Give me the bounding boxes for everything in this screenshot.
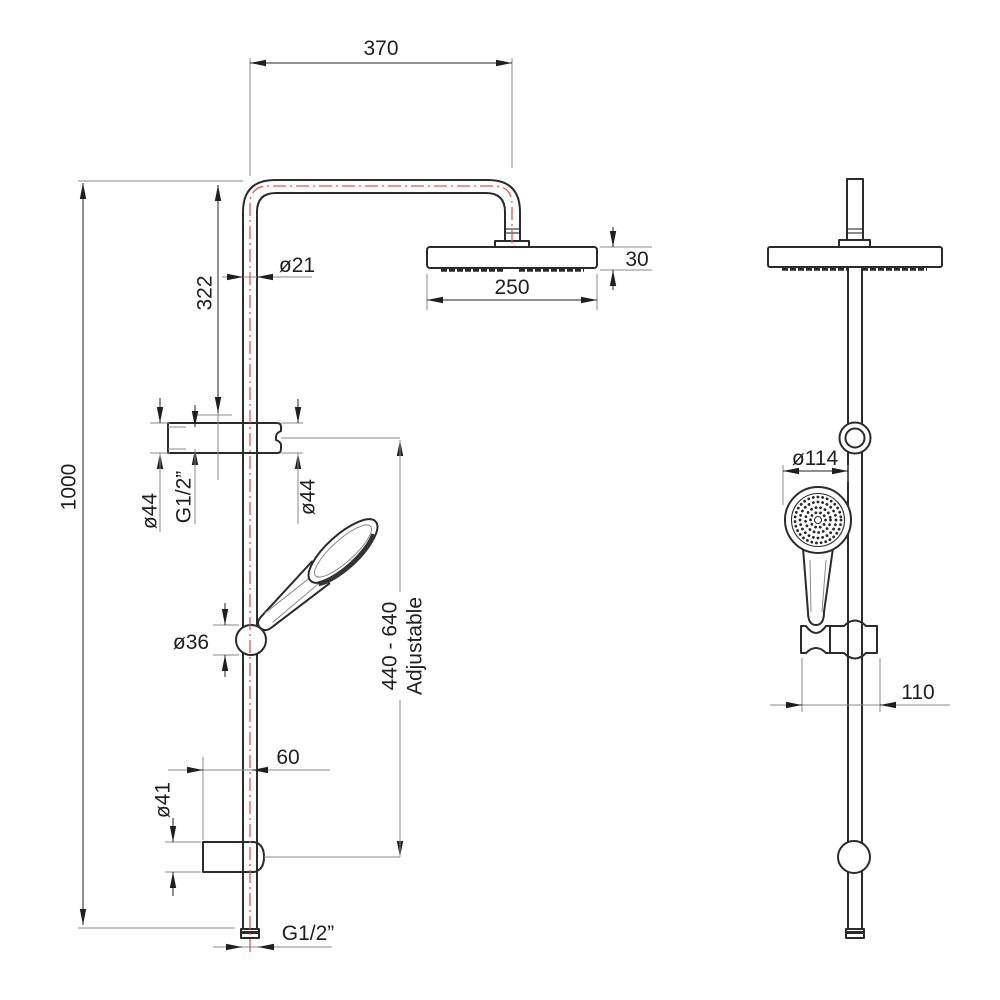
head-flange-front [838,239,871,248]
dim-label-o41: ø41 [151,782,174,818]
handle-contour [272,581,321,623]
dim-label-370: 370 [363,37,398,60]
supply-pipe-front [846,178,864,240]
upper-wall-bracket [167,422,282,454]
hand-shower-face-line [314,524,372,578]
head-body [426,246,598,269]
spray-nozzle-ring [804,506,832,534]
holder-handle-cradle [800,625,831,654]
dim-label-250: 250 [494,276,529,299]
dim-head-to-bracket: 322 [193,185,232,480]
slide-rail [847,267,863,929]
dim-lower-bracket-offset: 60 [168,746,330,840]
handle-contour [264,574,314,614]
spray-nozzle-ring [793,495,843,545]
arm-inner-edge [256,192,506,930]
hand-shower-shaded-edge [318,533,377,587]
dim-label-o114: ø114 [792,447,839,470]
hand-shower-side [256,518,379,632]
spray-face-rim [790,492,846,548]
dim-knob-dia: ø36 [173,603,239,677]
dim-label-o44-right: ø44 [296,479,319,516]
dim-inlet-thread: G1/2” [213,922,335,951]
riser-pipe-and-arm [242,179,521,930]
overhead-shower-front [767,178,943,271]
dim-label-60: 60 [276,746,299,769]
dim-head-width: 250 [426,274,598,310]
lower-wall-bracket [202,841,265,873]
dim-bracket-dia-right: ø44 [281,399,319,524]
spray-nozzle-ring [809,511,827,529]
dim-label-30: 30 [625,248,648,271]
dim-holder-width: 110 [770,658,950,712]
dim-lower-bracket-dia: ø41 [151,782,201,896]
arm-outer-edge [242,179,521,930]
overhead-shower-side [426,240,598,272]
dim-pipe-dia: ø21 [222,254,315,281]
dim-label-o44-left: ø44 [138,493,161,530]
centerline [249,185,513,952]
holder-rail-clamp [829,619,878,660]
dim-bracket-dia-left: ø44 [138,398,170,532]
front-view: ø114 110 [767,178,950,939]
lower-bracket-knob-front [837,840,871,874]
spray-nozzle-ring [798,500,838,540]
dim-label-o21: ø21 [279,254,315,277]
dim-label-110: 110 [901,681,934,704]
dim-label-440-640: 440 - 640 [378,602,401,691]
head-body-front [767,246,943,268]
dim-bracket-thread: G1/2” [168,405,199,524]
upper-bracket-ring [838,421,872,455]
dim-label-g12-bottom: G1/2” [282,922,335,945]
hand-shower-front [784,486,852,626]
slider-knob [235,624,267,656]
dim-label-adjustable: Adjustable [403,597,426,695]
dim-overall-height: 1000 [57,180,243,929]
handset-holder-front [800,619,878,660]
dim-label-g12-upper: G1/2” [172,471,195,524]
dimensions-side: 370 1000 322 ø21 [57,37,652,951]
hand-shower-head [307,518,379,584]
spray-face-center [813,515,823,525]
hand-shower-handle-front [802,547,834,626]
dimensions-front: ø114 110 [770,447,950,712]
rail-bottom-fitting [845,928,865,939]
dim-slider-range: 440 - 640 Adjustable [264,437,426,858]
dim-arm-projection: 370 [249,37,513,176]
dim-handshower-dia: ø114 [782,447,849,505]
dim-label-o36: ø36 [173,631,209,654]
dim-head-height: 30 [600,227,652,290]
dim-label-1000: 1000 [57,464,80,511]
side-view: 370 1000 322 ø21 [57,37,652,952]
dim-label-322: 322 [193,275,216,310]
